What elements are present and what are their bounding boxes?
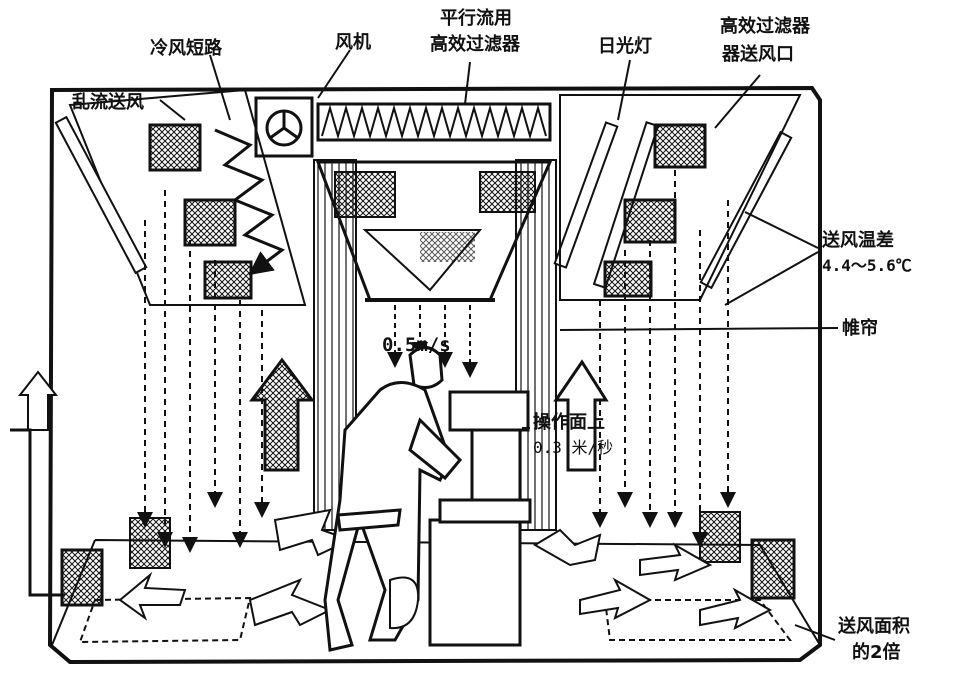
label-work-surface-line1: 操作面上 bbox=[533, 412, 605, 434]
label-outlet-line2: 器送风口 bbox=[722, 44, 794, 66]
label-temp-diff-line2: 4.4～5.6℃ bbox=[822, 256, 912, 275]
label-temp-diff-line1: 送风温差 bbox=[822, 230, 894, 252]
label-area-line1: 送风面积 bbox=[838, 616, 910, 638]
label-fan: 风机 bbox=[335, 32, 371, 54]
label-fluorescent-lamp: 日光灯 bbox=[598, 36, 652, 58]
label-hepa-line2: 高效过滤器 bbox=[430, 34, 520, 56]
label-curtain: 帷帘 bbox=[842, 318, 878, 340]
label-work-surface-line2: 0.3 米/秒 bbox=[533, 438, 613, 457]
hepa-filter-icon bbox=[318, 62, 550, 140]
fan-icon bbox=[256, 98, 312, 156]
label-hepa-line1: 平行流用 bbox=[440, 8, 512, 30]
curtain-right bbox=[516, 160, 556, 530]
label-velocity-center: 0.5m/s bbox=[382, 334, 451, 357]
label-turbulent-supply: 乱流送风 bbox=[72, 92, 144, 114]
label-outlet-line1: 高效过滤器 bbox=[720, 16, 810, 38]
workbench-icon bbox=[430, 392, 530, 645]
label-cold-air-short-circuit: 冷风短路 bbox=[150, 38, 222, 60]
label-area-line2: 的2倍 bbox=[852, 642, 901, 664]
chair bbox=[390, 578, 418, 629]
